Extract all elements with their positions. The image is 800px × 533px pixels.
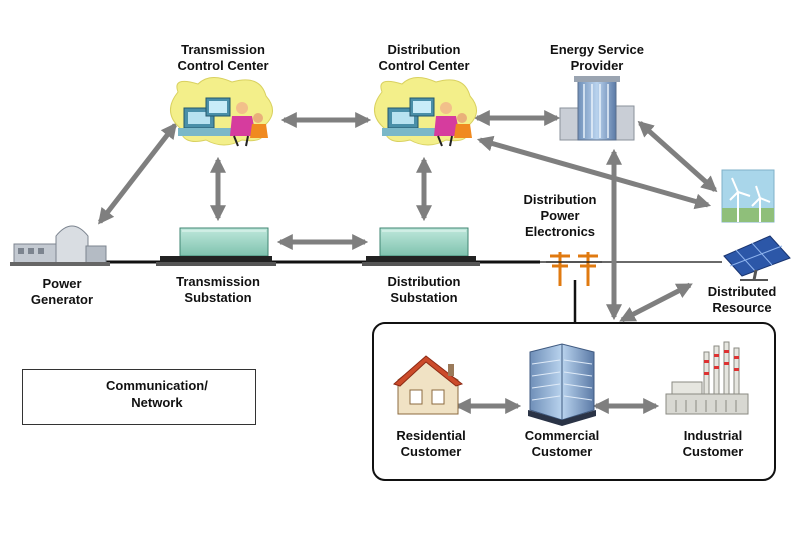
label-transmission-control-center: Transmission Control Center (177, 42, 269, 73)
label-transmission-substation: Transmission Substation (176, 274, 260, 305)
communication-arrows (32, 109, 718, 415)
label-distributed-resource: Distributed Resource (707, 284, 777, 315)
label-residential-customer: Residential Customer (396, 428, 466, 459)
legend-box (22, 369, 256, 425)
label-distribution-substation: Distribution Substation (387, 274, 461, 305)
control-center-icon (170, 77, 273, 147)
substation-icon (362, 227, 480, 266)
legend-label: Communication/ Network (106, 378, 208, 410)
label-energy-service-provider: Energy Service Provider (550, 42, 644, 73)
power-plant-icon (10, 225, 110, 266)
wind-turbine-icon (721, 169, 775, 223)
label-distribution-control-center: Distribution Control Center (378, 42, 470, 73)
solar-panel-icon (723, 235, 791, 281)
label-power-generator: Power Generator (30, 276, 94, 307)
substation-icon (156, 227, 276, 266)
factory-icon (665, 341, 749, 415)
label-industrial-customer: Industrial Customer (682, 428, 744, 459)
utility-pole-icon (546, 252, 602, 286)
house-icon (393, 355, 464, 415)
label-distribution-power-electronics: Distribution Power Electronics (523, 192, 597, 239)
arrow-tcc-generator (98, 122, 177, 225)
arrow-customers-resource (619, 282, 693, 323)
office-building-icon (559, 76, 635, 141)
label-commercial-customer: Commercial Customer (524, 428, 600, 459)
arrow-esp-wind (637, 120, 718, 193)
control-center-icon (374, 77, 477, 147)
arrow-dcc-wind (476, 135, 712, 210)
commercial-building-icon (528, 343, 596, 426)
